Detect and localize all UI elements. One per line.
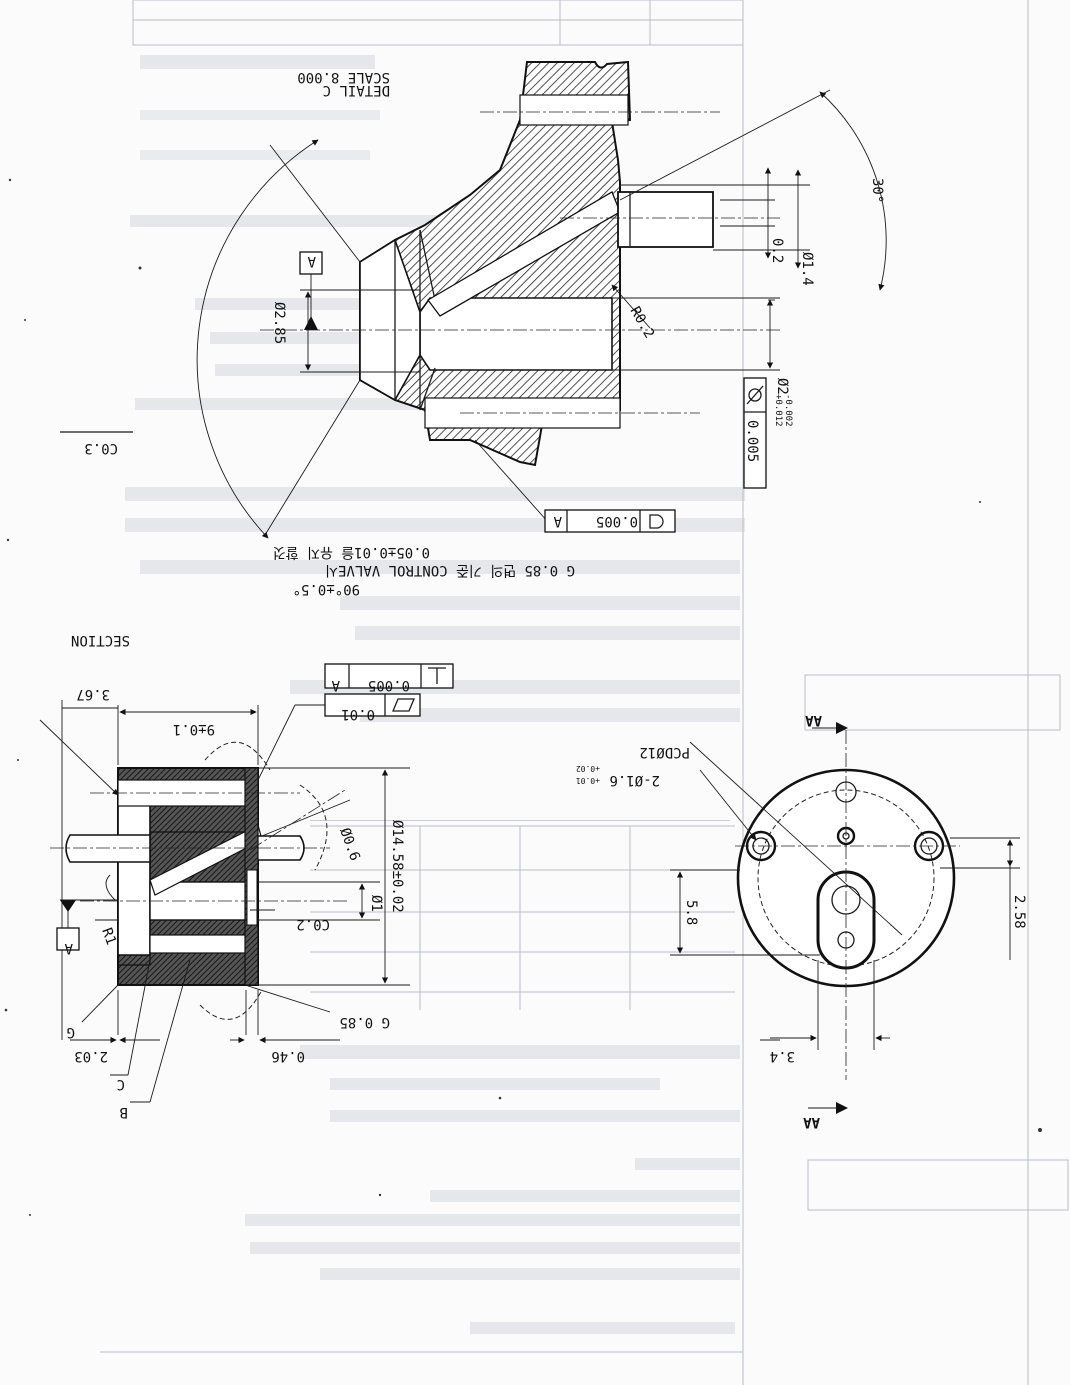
section-left-pin xyxy=(65,834,151,863)
front-section-label-bottom: AA xyxy=(803,1114,820,1130)
front-section-label-top: AA xyxy=(805,712,822,728)
detail-profile-datum: A xyxy=(553,513,562,529)
section-radius-r1: R1 xyxy=(98,926,119,947)
detail-c-view: DETAIL C SCALE 8.000 30° 0.2 Ø1.4 Ø2.85 … xyxy=(60,60,887,597)
detail-title: DETAIL C xyxy=(323,82,390,98)
detail-angle-30: 30° xyxy=(869,178,885,203)
detail-chamfer-c0-3: C0.3 xyxy=(84,440,118,456)
detail-dim-dia-1-4: Ø1.4 xyxy=(799,252,815,286)
section-title: SECTION xyxy=(71,632,130,648)
front-view: PCDØ12 2-Ø1.6 +0.02 +0.01 AA AA 5.8 2.58… xyxy=(576,712,1027,1130)
section-dim-dia-1: Ø1 xyxy=(368,895,384,912)
section-perp-value: 0.005 xyxy=(368,677,410,693)
paper-specks xyxy=(4,178,1042,1216)
section-dim-dia-0-6: Ø0.6 xyxy=(336,826,363,863)
detail-datum-a-label: A xyxy=(307,253,316,269)
detail-dim-dia-2-85: Ø2.85 xyxy=(271,302,287,344)
section-dim-dia-14-58: Ø14.58±0.02 xyxy=(389,820,405,913)
detail-radius-r0-2: R0.2 xyxy=(627,304,658,341)
front-dim-2-58: 2.58 xyxy=(1011,895,1027,929)
detail-note-line2: 0.05±0.01을 유지 할것 xyxy=(273,544,430,560)
section-perp-datum: A xyxy=(331,677,340,693)
detail-scale: SCALE 8.000 xyxy=(297,69,390,85)
section-dim-c0-2: C0.2 xyxy=(296,916,330,932)
section-dim-0-46: 0.46 xyxy=(271,1048,305,1064)
section-flat-value: 0.01 xyxy=(341,706,375,722)
section-label-g: G xyxy=(67,1024,75,1040)
section-surface-g: G 0.85 xyxy=(339,1014,390,1030)
detail-note-line1: G 0.85 면의 기준 CONTROL VALVE시 xyxy=(325,562,575,578)
detail-dia-bore: Ø2 xyxy=(774,378,790,395)
detail-dim-0-2: 0.2 xyxy=(769,238,785,263)
detail-cylindricity-value: 0.005 xyxy=(744,420,760,462)
detail-dia-bore-tol-upper: +0.012 xyxy=(773,394,783,427)
front-holes: 2-Ø1.6 xyxy=(609,772,660,788)
section-dim-3-67: 3.67 xyxy=(76,686,110,702)
detail-c-pin xyxy=(617,191,714,248)
detail-dia-bore-tol-lower: -0.002 xyxy=(783,394,793,427)
section-label-c: C xyxy=(117,1076,125,1092)
detail-angle-90: 90°±0.5° xyxy=(293,581,360,597)
section-dim-2-03: 2.03 xyxy=(74,1048,108,1064)
section-datum-a-label: A xyxy=(64,940,73,956)
section-dim-9: 9±0.1 xyxy=(173,721,215,737)
section-view: SECTION xyxy=(39,632,454,1120)
section-label-b: B xyxy=(120,1104,128,1120)
front-dim-5-8: 5.8 xyxy=(683,900,699,925)
front-holes-tol-upper: +0.02 xyxy=(576,764,600,773)
front-pcd: PCDØ12 xyxy=(639,744,690,760)
front-dim-3-4: 3.4 xyxy=(770,1048,795,1064)
front-holes-tol-lower: +0.01 xyxy=(576,776,600,785)
detail-profile-value: 0.005 xyxy=(596,513,638,529)
